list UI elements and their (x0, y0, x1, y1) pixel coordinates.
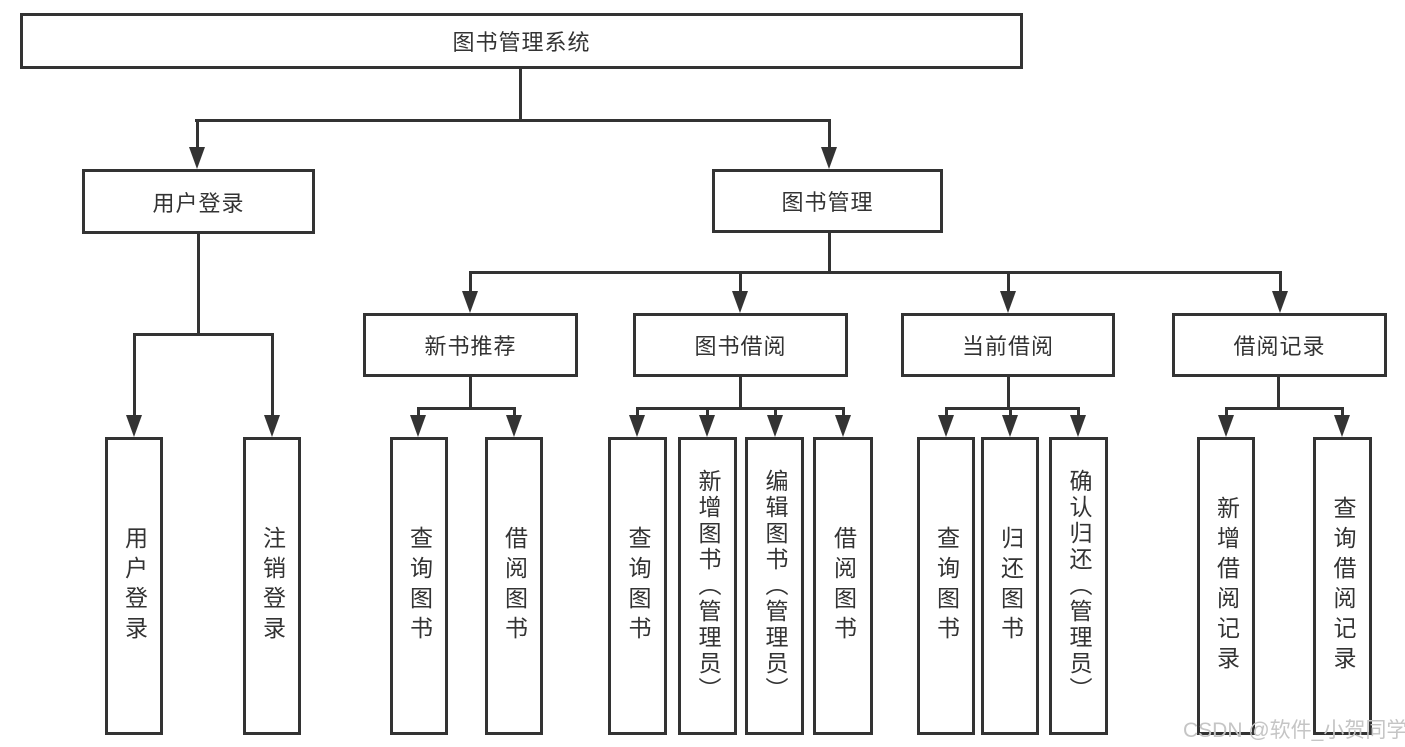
leaf-borrowing-borrow-books-label: 借阅图书 (830, 526, 857, 646)
leaf-recommend-query-books-label: 查询图书 (406, 526, 433, 646)
connector-line (842, 407, 845, 417)
arrow-down-icon (629, 415, 645, 437)
node-book-management-label: 图书管理 (781, 190, 874, 215)
connector-line (1225, 407, 1228, 417)
leaf-borrowing-query-books-label: 查询图书 (625, 526, 651, 646)
arrow-down-icon (126, 415, 142, 437)
leaf-user-login: 用户登录 (105, 437, 163, 735)
node-new-book-recommend-label: 新书推荐 (424, 334, 517, 359)
node-book-management: 图书管理 (712, 169, 943, 233)
arrow-down-icon (1002, 415, 1018, 437)
connector-line (1277, 377, 1280, 410)
node-user-login: 用户登录 (82, 169, 315, 234)
node-current-borrowing: 当前借阅 (901, 313, 1115, 377)
node-borrowing-records-label: 借阅记录 (1233, 334, 1326, 359)
connector-line (828, 119, 831, 149)
connector-line (469, 271, 1281, 274)
connector-line (739, 377, 742, 410)
leaf-user-login-label: 用户登录 (121, 526, 148, 646)
connector-line (197, 234, 200, 335)
arrow-down-icon (1272, 291, 1288, 313)
arrow-down-icon (699, 415, 715, 437)
arrow-down-icon (189, 147, 205, 169)
leaf-current-query-books-label: 查询图书 (933, 526, 960, 646)
connector-line (513, 407, 516, 417)
connector-line (706, 407, 709, 417)
node-book-borrowing-label: 图书借阅 (694, 334, 787, 359)
leaf-current-confirm-return-label: 确认归还（管理员） (1066, 469, 1092, 703)
leaf-recommend-borrow-books-label: 借阅图书 (501, 526, 528, 646)
arrow-down-icon (835, 415, 851, 437)
node-new-book-recommend: 新书推荐 (363, 313, 578, 377)
arrow-down-icon (732, 291, 748, 313)
connector-line (469, 377, 472, 410)
leaf-borrowing-edit-books-label: 编辑图书（管理员） (762, 469, 788, 703)
arrow-down-icon (410, 415, 426, 437)
leaf-borrowing-add-books-label: 新增图书（管理员） (695, 469, 721, 703)
arrow-down-icon (1218, 415, 1234, 437)
leaf-recommend-query-books: 查询图书 (390, 437, 448, 735)
connector-line (417, 407, 515, 410)
arrow-down-icon (1334, 415, 1350, 437)
connector-line (636, 407, 639, 417)
node-borrowing-records: 借阅记录 (1172, 313, 1387, 377)
leaf-current-query-books: 查询图书 (917, 437, 975, 735)
leaf-records-query-record: 查询借阅记录 (1313, 437, 1372, 735)
connector-line (1341, 407, 1344, 417)
arrow-down-icon (821, 147, 837, 169)
leaf-recommend-borrow-books: 借阅图书 (485, 437, 543, 735)
connector-line (271, 333, 274, 415)
node-user-login-label: 用户登录 (152, 190, 245, 216)
connector-line (196, 119, 199, 149)
arrow-down-icon (1070, 415, 1086, 437)
leaf-current-return-books-label: 归还图书 (997, 526, 1024, 646)
leaf-borrowing-borrow-books: 借阅图书 (813, 437, 873, 735)
connector-line (195, 119, 831, 122)
connector-line (1077, 407, 1080, 417)
connector-line (636, 407, 844, 410)
leaf-logout-label: 注销登录 (259, 526, 286, 646)
node-current-borrowing-label: 当前借阅 (961, 334, 1054, 359)
leaf-borrowing-add-books: 新增图书（管理员） (678, 437, 737, 735)
connector-line (1009, 407, 1012, 417)
node-book-borrowing: 图书借阅 (633, 313, 848, 377)
connector-line (1225, 407, 1343, 410)
connector-line (469, 271, 472, 293)
arrow-down-icon (767, 415, 783, 437)
connector-line (774, 407, 777, 417)
leaf-current-return-books: 归还图书 (981, 437, 1039, 735)
leaf-records-add-record: 新增借阅记录 (1197, 437, 1255, 735)
arrow-down-icon (264, 415, 280, 437)
connector-line (1007, 271, 1010, 293)
connector-line (739, 271, 742, 293)
connector-line (133, 333, 273, 336)
connector-line (417, 407, 420, 417)
connector-line (828, 233, 831, 274)
node-root-label: 图书管理系统 (452, 30, 591, 55)
arrow-down-icon (1000, 291, 1016, 313)
leaf-borrowing-edit-books: 编辑图书（管理员） (745, 437, 804, 735)
leaf-records-query-record-label: 查询借阅记录 (1330, 496, 1356, 676)
connector-line (1279, 271, 1282, 293)
connector-line (519, 69, 522, 122)
node-root: 图书管理系统 (20, 13, 1023, 69)
arrow-down-icon (938, 415, 954, 437)
connector-line (1007, 377, 1010, 410)
leaf-records-add-record-label: 新增借阅记录 (1213, 496, 1240, 676)
arrow-down-icon (506, 415, 522, 437)
connector-line (945, 407, 1079, 410)
connector-line (133, 333, 136, 415)
leaf-borrowing-query-books: 查询图书 (608, 437, 667, 735)
connector-line (945, 407, 948, 417)
leaf-current-confirm-return: 确认归还（管理员） (1049, 437, 1108, 735)
leaf-logout: 注销登录 (243, 437, 301, 735)
csdn-watermark: CSDN @软件_小贺同学 (1183, 719, 1405, 742)
arrow-down-icon (462, 291, 478, 313)
